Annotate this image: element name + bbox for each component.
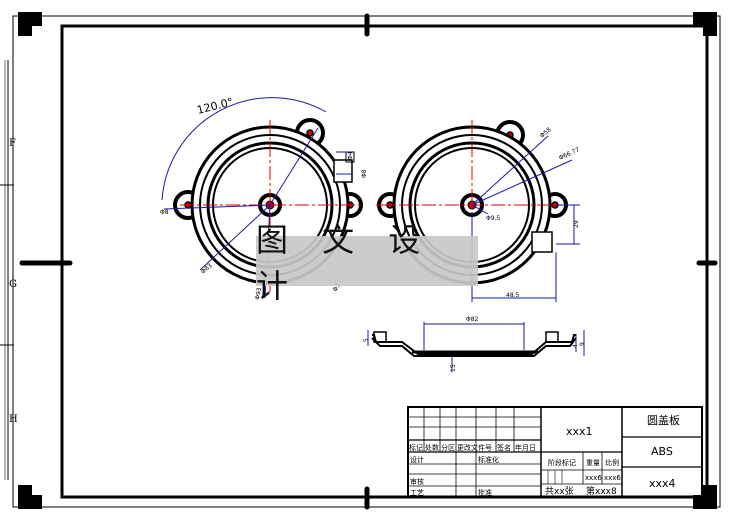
dim-section-4: 4: [572, 344, 579, 348]
dim-right-1: Φ66.77: [558, 146, 581, 162]
col-count: 处数: [425, 444, 439, 452]
label-weight: 重量: [586, 459, 600, 467]
label-approve: 批准: [478, 489, 492, 497]
label-review: 审核: [410, 478, 424, 486]
dim-left-2: Φ8: [160, 209, 169, 216]
zone-f: F: [9, 138, 16, 149]
dim-left-3: Φ83: [200, 262, 214, 275]
zone-h: H: [9, 414, 18, 425]
drawing-code: xxx4: [649, 477, 676, 490]
label-stage: 阶段标记: [548, 459, 576, 467]
dim-section-0: Φ82: [466, 316, 479, 323]
sheets-total: 共xx张: [545, 487, 574, 497]
view-section: [371, 331, 577, 357]
col-zone: 分区: [441, 444, 455, 452]
zone-g: G: [9, 279, 17, 290]
dim-right-2: Φ9.5: [486, 215, 500, 222]
drawing-number: xxx1: [566, 425, 593, 438]
dim-left-5: Φ5: [332, 282, 342, 293]
centering-marks: [19, 13, 718, 510]
dim-left-4: Φ93: [254, 287, 263, 301]
col-change-doc: 更改文件号: [457, 444, 492, 452]
label-design: 设计: [410, 456, 424, 464]
corner-marks: [18, 12, 717, 509]
sheet-number: 第xxx8: [586, 487, 617, 497]
zone-strip: [0, 60, 14, 480]
col-mark: 标记: [409, 444, 423, 452]
view-section-dimensions: [367, 322, 585, 372]
label-process: 工艺: [410, 489, 424, 497]
col-signature: 签名: [497, 444, 511, 452]
label-standardization: 标准化: [478, 456, 499, 464]
dim-left-0: Φ4: [347, 151, 354, 160]
material: ABS: [651, 445, 673, 458]
label-scale: 比例: [605, 459, 619, 467]
view-right-dimensions: [471, 135, 580, 302]
watermark-overlay: 图 文 设 计: [256, 221, 478, 305]
dim-section-2: 15: [450, 364, 457, 372]
weight-value: xxx6: [585, 474, 602, 482]
dim-right-4: 48.5: [506, 292, 520, 299]
dim-left-1: Φ8: [361, 169, 368, 178]
dim-right-3: 29: [573, 220, 580, 228]
dim-section-1: 5: [363, 338, 370, 342]
scale-value: xxx6: [604, 474, 621, 482]
part-name: 圆盖板: [647, 414, 680, 427]
dim-section-3: 9: [579, 342, 586, 346]
view-left-dimensions: [161, 97, 352, 299]
title-block-grid: [407, 406, 703, 498]
col-date: 年月日: [515, 444, 536, 452]
